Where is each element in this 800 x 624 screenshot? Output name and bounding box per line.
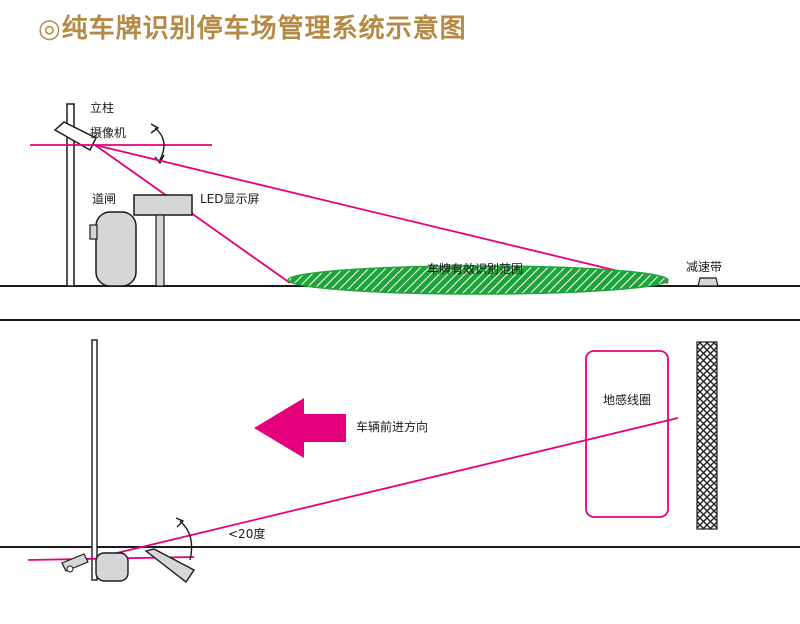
page-title: ◎纯车牌识别停车场管理系统示意图 bbox=[38, 14, 467, 44]
recognition-range-label: 车牌有效识别范围 bbox=[427, 261, 523, 276]
angle-label: <20度 bbox=[228, 526, 265, 541]
speed-bump-icon bbox=[697, 277, 719, 287]
plan-gate-icon bbox=[95, 552, 129, 582]
ground-loop bbox=[585, 350, 669, 518]
camera-label: 摄像机 bbox=[90, 125, 126, 140]
detection-line-angled bbox=[95, 417, 679, 559]
plan-led-icon bbox=[144, 548, 196, 584]
camera-beam-upper bbox=[94, 144, 669, 284]
led-label: LED显示屏 bbox=[200, 192, 260, 206]
gate-icon bbox=[89, 211, 137, 287]
plan-camera-icon bbox=[61, 553, 89, 573]
angle-arc-icon bbox=[175, 517, 193, 561]
speed-bump-plan bbox=[696, 341, 718, 530]
gate-label: 道闸 bbox=[92, 192, 116, 206]
speed-bump-label: 减速带 bbox=[686, 260, 722, 274]
pillar bbox=[66, 103, 75, 287]
vehicle-direction-label: 车辆前进方向 bbox=[356, 419, 428, 434]
plan-pole bbox=[91, 339, 98, 581]
camera-icon bbox=[53, 121, 98, 152]
top-section: 车牌有效识别范围 立柱 摄像机 道闸 LED显示屏 减速带 bbox=[0, 100, 800, 321]
ground-loop-label: 地感线圈 bbox=[603, 392, 651, 407]
rotation-arc-icon bbox=[150, 123, 165, 165]
recognition-range-ellipse bbox=[287, 265, 669, 295]
arrow-left-icon bbox=[254, 398, 346, 458]
led-screen-icon bbox=[133, 194, 193, 287]
bottom-section: 地感线圈 车辆前进方向 <20度 bbox=[0, 339, 800, 584]
pillar-label: 立柱 bbox=[90, 100, 114, 115]
